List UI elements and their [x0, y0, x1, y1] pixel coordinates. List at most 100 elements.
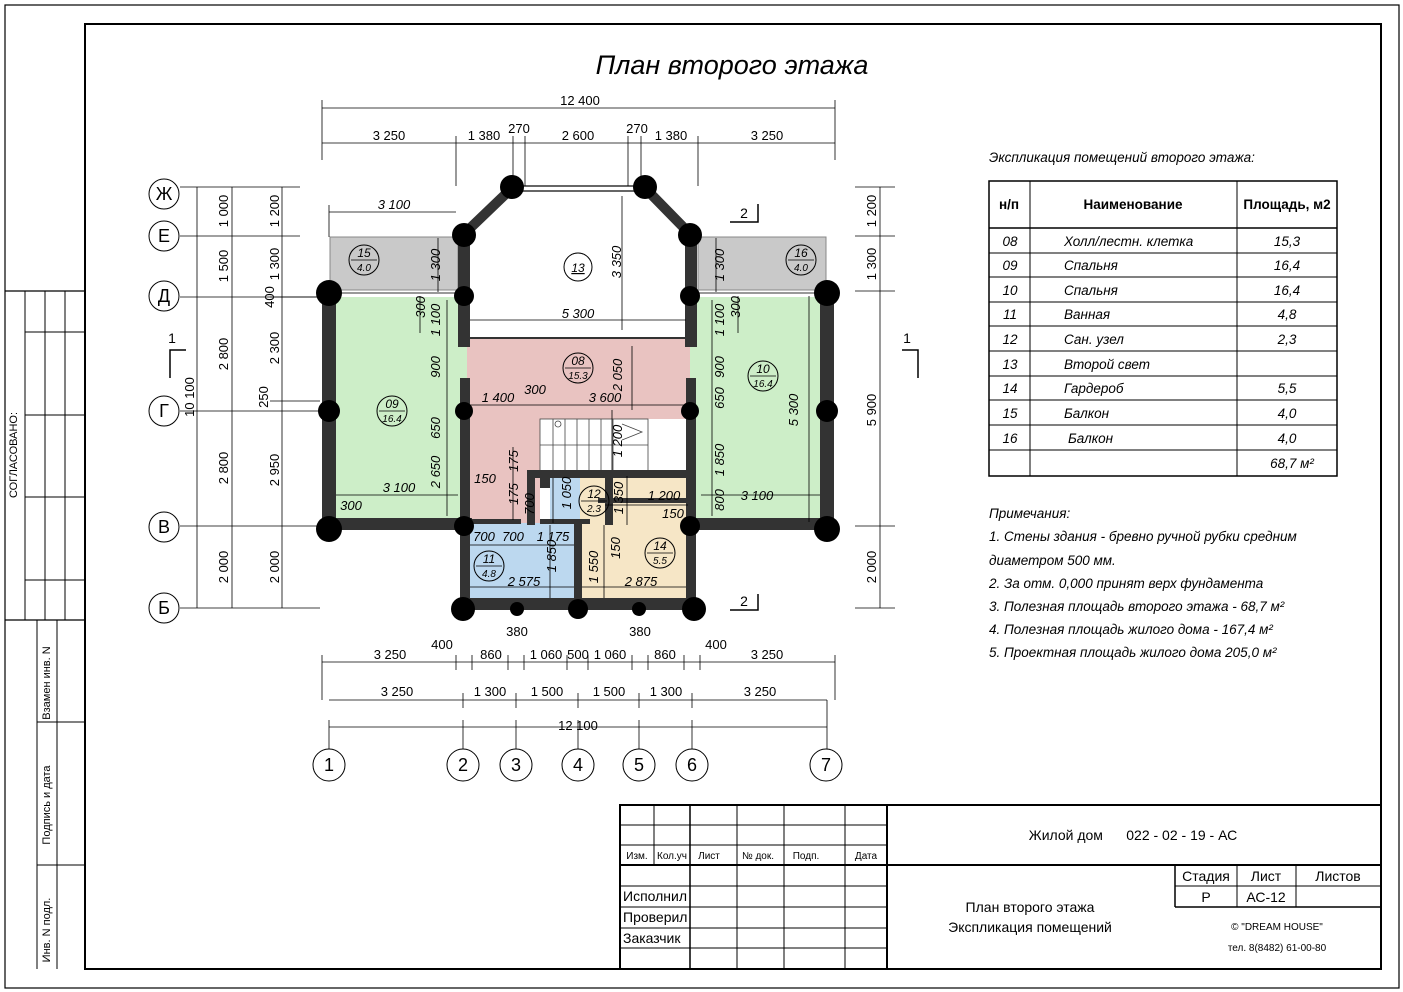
svg-text:13: 13 — [1002, 357, 1018, 372]
svg-text:250: 250 — [256, 386, 271, 408]
svg-text:2 575: 2 575 — [507, 574, 541, 589]
svg-text:Примечания:: Примечания: — [989, 506, 1070, 521]
svg-text:Г: Г — [159, 401, 169, 421]
svg-text:400: 400 — [262, 286, 277, 308]
svg-text:Спальня: Спальня — [1064, 258, 1118, 273]
svg-text:Спальня: Спальня — [1064, 283, 1118, 298]
svg-text:1 100: 1 100 — [712, 303, 727, 336]
svg-text:650: 650 — [712, 386, 727, 408]
svg-text:15,3: 15,3 — [1274, 234, 1301, 249]
svg-text:08: 08 — [571, 354, 585, 368]
column-axes: 1 2 3 4 5 6 7 — [312, 748, 843, 782]
svg-text:175: 175 — [506, 482, 521, 504]
svg-text:Сан. узел: Сан. узел — [1064, 332, 1124, 347]
svg-text:1 380: 1 380 — [468, 128, 501, 143]
room-marker-12: 122.3 — [578, 485, 610, 517]
svg-text:1 200: 1 200 — [267, 195, 282, 228]
svg-text:12 100: 12 100 — [558, 718, 598, 733]
svg-text:3 250: 3 250 — [744, 684, 777, 699]
svg-text:5 300: 5 300 — [786, 393, 801, 426]
svg-text:1 050: 1 050 — [559, 476, 574, 509]
svg-text:09: 09 — [1002, 258, 1018, 273]
col-header-name: Наименование — [1083, 197, 1183, 212]
svg-text:Д: Д — [158, 286, 170, 306]
svg-text:1 000: 1 000 — [216, 195, 231, 228]
svg-text:2 800: 2 800 — [216, 452, 231, 485]
sheet-title-1: План второго этажа — [966, 899, 1095, 915]
svg-text:1 380: 1 380 — [655, 128, 688, 143]
svg-text:1 300: 1 300 — [428, 248, 443, 281]
svg-text:12: 12 — [587, 487, 601, 501]
svg-text:16: 16 — [794, 246, 808, 260]
svg-text:Проверил: Проверил — [623, 909, 687, 925]
svg-text:150: 150 — [662, 506, 684, 521]
inv-orig-label: Инв. N подл. — [41, 898, 53, 963]
svg-text:3 250: 3 250 — [381, 684, 414, 699]
stamp-headers: Изм. Кол.уч Лист № док. Подп. Дата — [626, 851, 877, 862]
svg-text:Заказчик: Заказчик — [623, 930, 681, 946]
svg-text:№ док.: № док. — [742, 851, 774, 862]
svg-text:09: 09 — [385, 397, 399, 411]
svg-text:3 250: 3 250 — [373, 128, 406, 143]
svg-text:5: 5 — [634, 755, 644, 775]
svg-text:5,5: 5,5 — [1278, 381, 1297, 396]
svg-text:Второй свет: Второй свет — [1064, 357, 1150, 372]
svg-text:900: 900 — [712, 355, 727, 377]
svg-text:13: 13 — [571, 261, 585, 275]
room-11-fill — [469, 523, 576, 602]
col-header-area: Площадь, м2 — [1243, 197, 1330, 212]
svg-text:650: 650 — [428, 416, 443, 438]
svg-text:3: 3 — [511, 755, 521, 775]
svg-text:7: 7 — [821, 755, 831, 775]
svg-text:12 400: 12 400 — [560, 93, 600, 108]
svg-text:400: 400 — [431, 637, 453, 652]
svg-text:5.5: 5.5 — [653, 556, 667, 567]
svg-text:860: 860 — [654, 647, 676, 662]
svg-text:1 550: 1 550 — [586, 550, 601, 583]
svg-text:2 875: 2 875 — [624, 574, 658, 589]
svg-text:380: 380 — [506, 624, 528, 639]
title-block — [619, 804, 1382, 970]
svg-text:175: 175 — [506, 449, 521, 471]
stage-value: Р — [1201, 889, 1210, 905]
svg-text:1 500: 1 500 — [593, 684, 626, 699]
room-marker-15: 154.0 — [348, 244, 380, 276]
svg-text:1 100: 1 100 — [428, 303, 443, 336]
table-total: 68,7 м² — [1270, 456, 1314, 471]
svg-text:4,0: 4,0 — [1278, 406, 1297, 421]
svg-text:1 500: 1 500 — [216, 250, 231, 283]
svg-text:1. Стены здания - бревно ручно: 1. Стены здания - бревно ручной рубки ср… — [989, 529, 1297, 544]
svg-text:5. Проектная площадь жилого до: 5. Проектная площадь жилого дома 205,0 м… — [989, 645, 1277, 660]
svg-text:диаметром 500 мм.: диаметром 500 мм. — [989, 553, 1116, 568]
svg-text:Дата: Дата — [855, 851, 878, 862]
svg-text:1: 1 — [903, 330, 911, 346]
svg-text:2. За отм. 0,000 принят верх ф: 2. За отм. 0,000 принят верх фундамента — [988, 576, 1264, 591]
svg-text:6: 6 — [687, 755, 697, 775]
svg-text:2: 2 — [740, 593, 748, 609]
stage-label: Стадия — [1182, 868, 1230, 884]
svg-text:16.4: 16.4 — [753, 379, 773, 390]
svg-text:700: 700 — [502, 529, 524, 544]
svg-text:1 300: 1 300 — [864, 248, 879, 281]
svg-text:2 650: 2 650 — [428, 455, 443, 489]
svg-text:1: 1 — [324, 755, 334, 775]
svg-text:380: 380 — [629, 624, 651, 639]
svg-text:500: 500 — [567, 647, 589, 662]
stamp-roles: Исполнил Проверил Заказчик — [623, 888, 687, 946]
svg-text:4,0: 4,0 — [1278, 431, 1297, 446]
svg-text:Подп.: Подп. — [793, 851, 820, 862]
svg-text:2 600: 2 600 — [562, 128, 595, 143]
svg-text:3. Полезная площадь второго эт: 3. Полезная площадь второго этажа - 68,7… — [989, 599, 1285, 614]
svg-text:4: 4 — [573, 755, 583, 775]
svg-text:2 800: 2 800 — [216, 338, 231, 371]
svg-text:15: 15 — [1002, 406, 1018, 421]
svg-text:1 060: 1 060 — [594, 647, 627, 662]
room-marker-16: 164.0 — [785, 244, 817, 276]
svg-text:900: 900 — [428, 355, 443, 377]
svg-text:Кол.уч: Кол.уч — [657, 851, 687, 862]
notes: Примечания: 1. Стены здания - бревно руч… — [988, 506, 1297, 660]
